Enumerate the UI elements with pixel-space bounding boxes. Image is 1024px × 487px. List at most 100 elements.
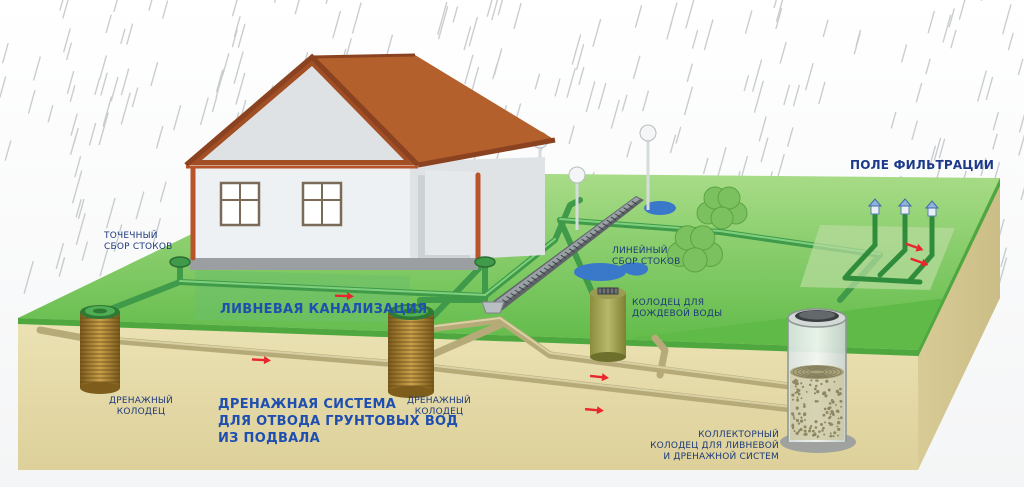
rain-streak <box>933 137 942 161</box>
rain-streak <box>58 257 66 277</box>
rain-streak <box>105 14 112 34</box>
gravel-dot <box>816 390 820 394</box>
gravel-dot <box>836 421 841 425</box>
rain-streak <box>33 56 41 81</box>
rain-streak <box>62 0 69 19</box>
gravel-dot <box>810 424 813 428</box>
gravel-dot <box>822 426 825 430</box>
drain-well-icon <box>388 304 434 398</box>
rain-streak <box>497 0 504 16</box>
drain-well-right-label: ДРЕНАЖНЫЙ КОЛОДЕЦ <box>406 396 471 417</box>
gravel-dot <box>836 410 840 413</box>
collector-well-icon <box>780 308 856 453</box>
rain-streak <box>822 19 829 38</box>
rain-streak <box>47 105 54 123</box>
rain-streak <box>65 42 72 61</box>
water-ring <box>804 368 830 376</box>
rain-streak <box>992 133 998 150</box>
rain-streak <box>75 213 86 246</box>
gravel-dot <box>828 422 831 425</box>
rain-streak <box>437 6 449 40</box>
rain-streak <box>703 19 714 51</box>
gravel-dot <box>803 429 807 433</box>
rain-streak <box>0 76 7 99</box>
rain-streak <box>233 15 241 38</box>
vent-top <box>897 198 913 207</box>
gravel-dot <box>822 391 827 395</box>
gravel-dot <box>791 398 794 401</box>
shrub-blob <box>682 247 708 273</box>
rain-streak <box>575 43 585 70</box>
post-lamp <box>639 124 657 142</box>
grate-bar <box>619 210 625 215</box>
rain-streak <box>597 82 607 110</box>
gravel-dot <box>813 387 817 391</box>
gravel-dot <box>817 435 820 438</box>
rain-streak <box>717 146 727 178</box>
rain-streak <box>492 63 498 80</box>
grate-bar <box>589 232 596 237</box>
vent-top <box>867 198 883 207</box>
gravel-dot <box>827 388 831 392</box>
rain-streak <box>985 76 994 101</box>
water-ring <box>808 369 826 375</box>
water-ring <box>792 365 842 379</box>
vent-cap <box>900 205 910 215</box>
rain-streak <box>1000 247 1007 267</box>
rain-well-icon <box>590 287 626 362</box>
grate-bar <box>522 283 529 288</box>
vent-cap <box>927 207 937 217</box>
grate-bar <box>581 238 587 243</box>
rain-streak <box>162 0 169 19</box>
rain-streak <box>752 59 763 92</box>
gravel-dot <box>803 403 806 406</box>
gravel-dot <box>824 394 828 398</box>
gravel-dot <box>836 425 839 428</box>
rain-streak <box>63 28 71 53</box>
soil-side <box>918 178 1000 470</box>
rain-streak <box>463 26 472 51</box>
rain-streak <box>743 75 750 92</box>
gravel-dot <box>823 433 826 436</box>
gravel-dot <box>796 396 799 399</box>
gravel-dot <box>824 421 827 424</box>
rain-streak <box>683 86 694 116</box>
gravel-dot <box>798 412 801 416</box>
gravel-dot <box>825 379 829 383</box>
gravel-dot <box>825 411 829 414</box>
rain-streak <box>938 138 946 159</box>
grate-bar <box>577 242 583 246</box>
gravel-dot <box>829 413 832 416</box>
linear-collection-label: ЛИНЕЙНЫЙ СБОР СТОКОВ <box>612 246 681 267</box>
rain-streak <box>155 125 164 149</box>
gravel-dot <box>829 424 832 427</box>
grate-bar <box>573 245 579 250</box>
gravel-dot <box>795 418 800 423</box>
soil-front <box>18 318 918 470</box>
rain-streak <box>148 0 153 11</box>
rain-streak <box>911 120 918 141</box>
grate-bar <box>593 229 600 234</box>
grass-side-edge <box>918 178 1000 357</box>
rain-streak <box>73 127 79 144</box>
rain-streak <box>23 261 34 294</box>
rain-streak <box>2 43 9 64</box>
grate-bar <box>560 254 567 259</box>
rain-streak <box>632 55 641 80</box>
grate-bar <box>539 270 546 275</box>
rain-streak <box>173 105 182 131</box>
storm-sewer-label: ЛИВНЕВАЯ КАНАЛИЗАЦИЯ <box>220 302 428 317</box>
rain-streak <box>100 72 108 96</box>
rain-streak <box>486 0 493 17</box>
rain-streak <box>585 81 596 113</box>
grate-bar <box>502 299 508 304</box>
gravel-dot <box>839 387 842 391</box>
grate-bar <box>527 280 533 285</box>
rain-streak <box>491 0 499 21</box>
grate-bar <box>614 213 621 218</box>
grate-bar <box>518 286 525 291</box>
gravel-dot <box>837 427 841 431</box>
gravel-dot <box>800 382 803 385</box>
gravel-dot <box>839 399 843 403</box>
rain-streak <box>135 191 145 220</box>
